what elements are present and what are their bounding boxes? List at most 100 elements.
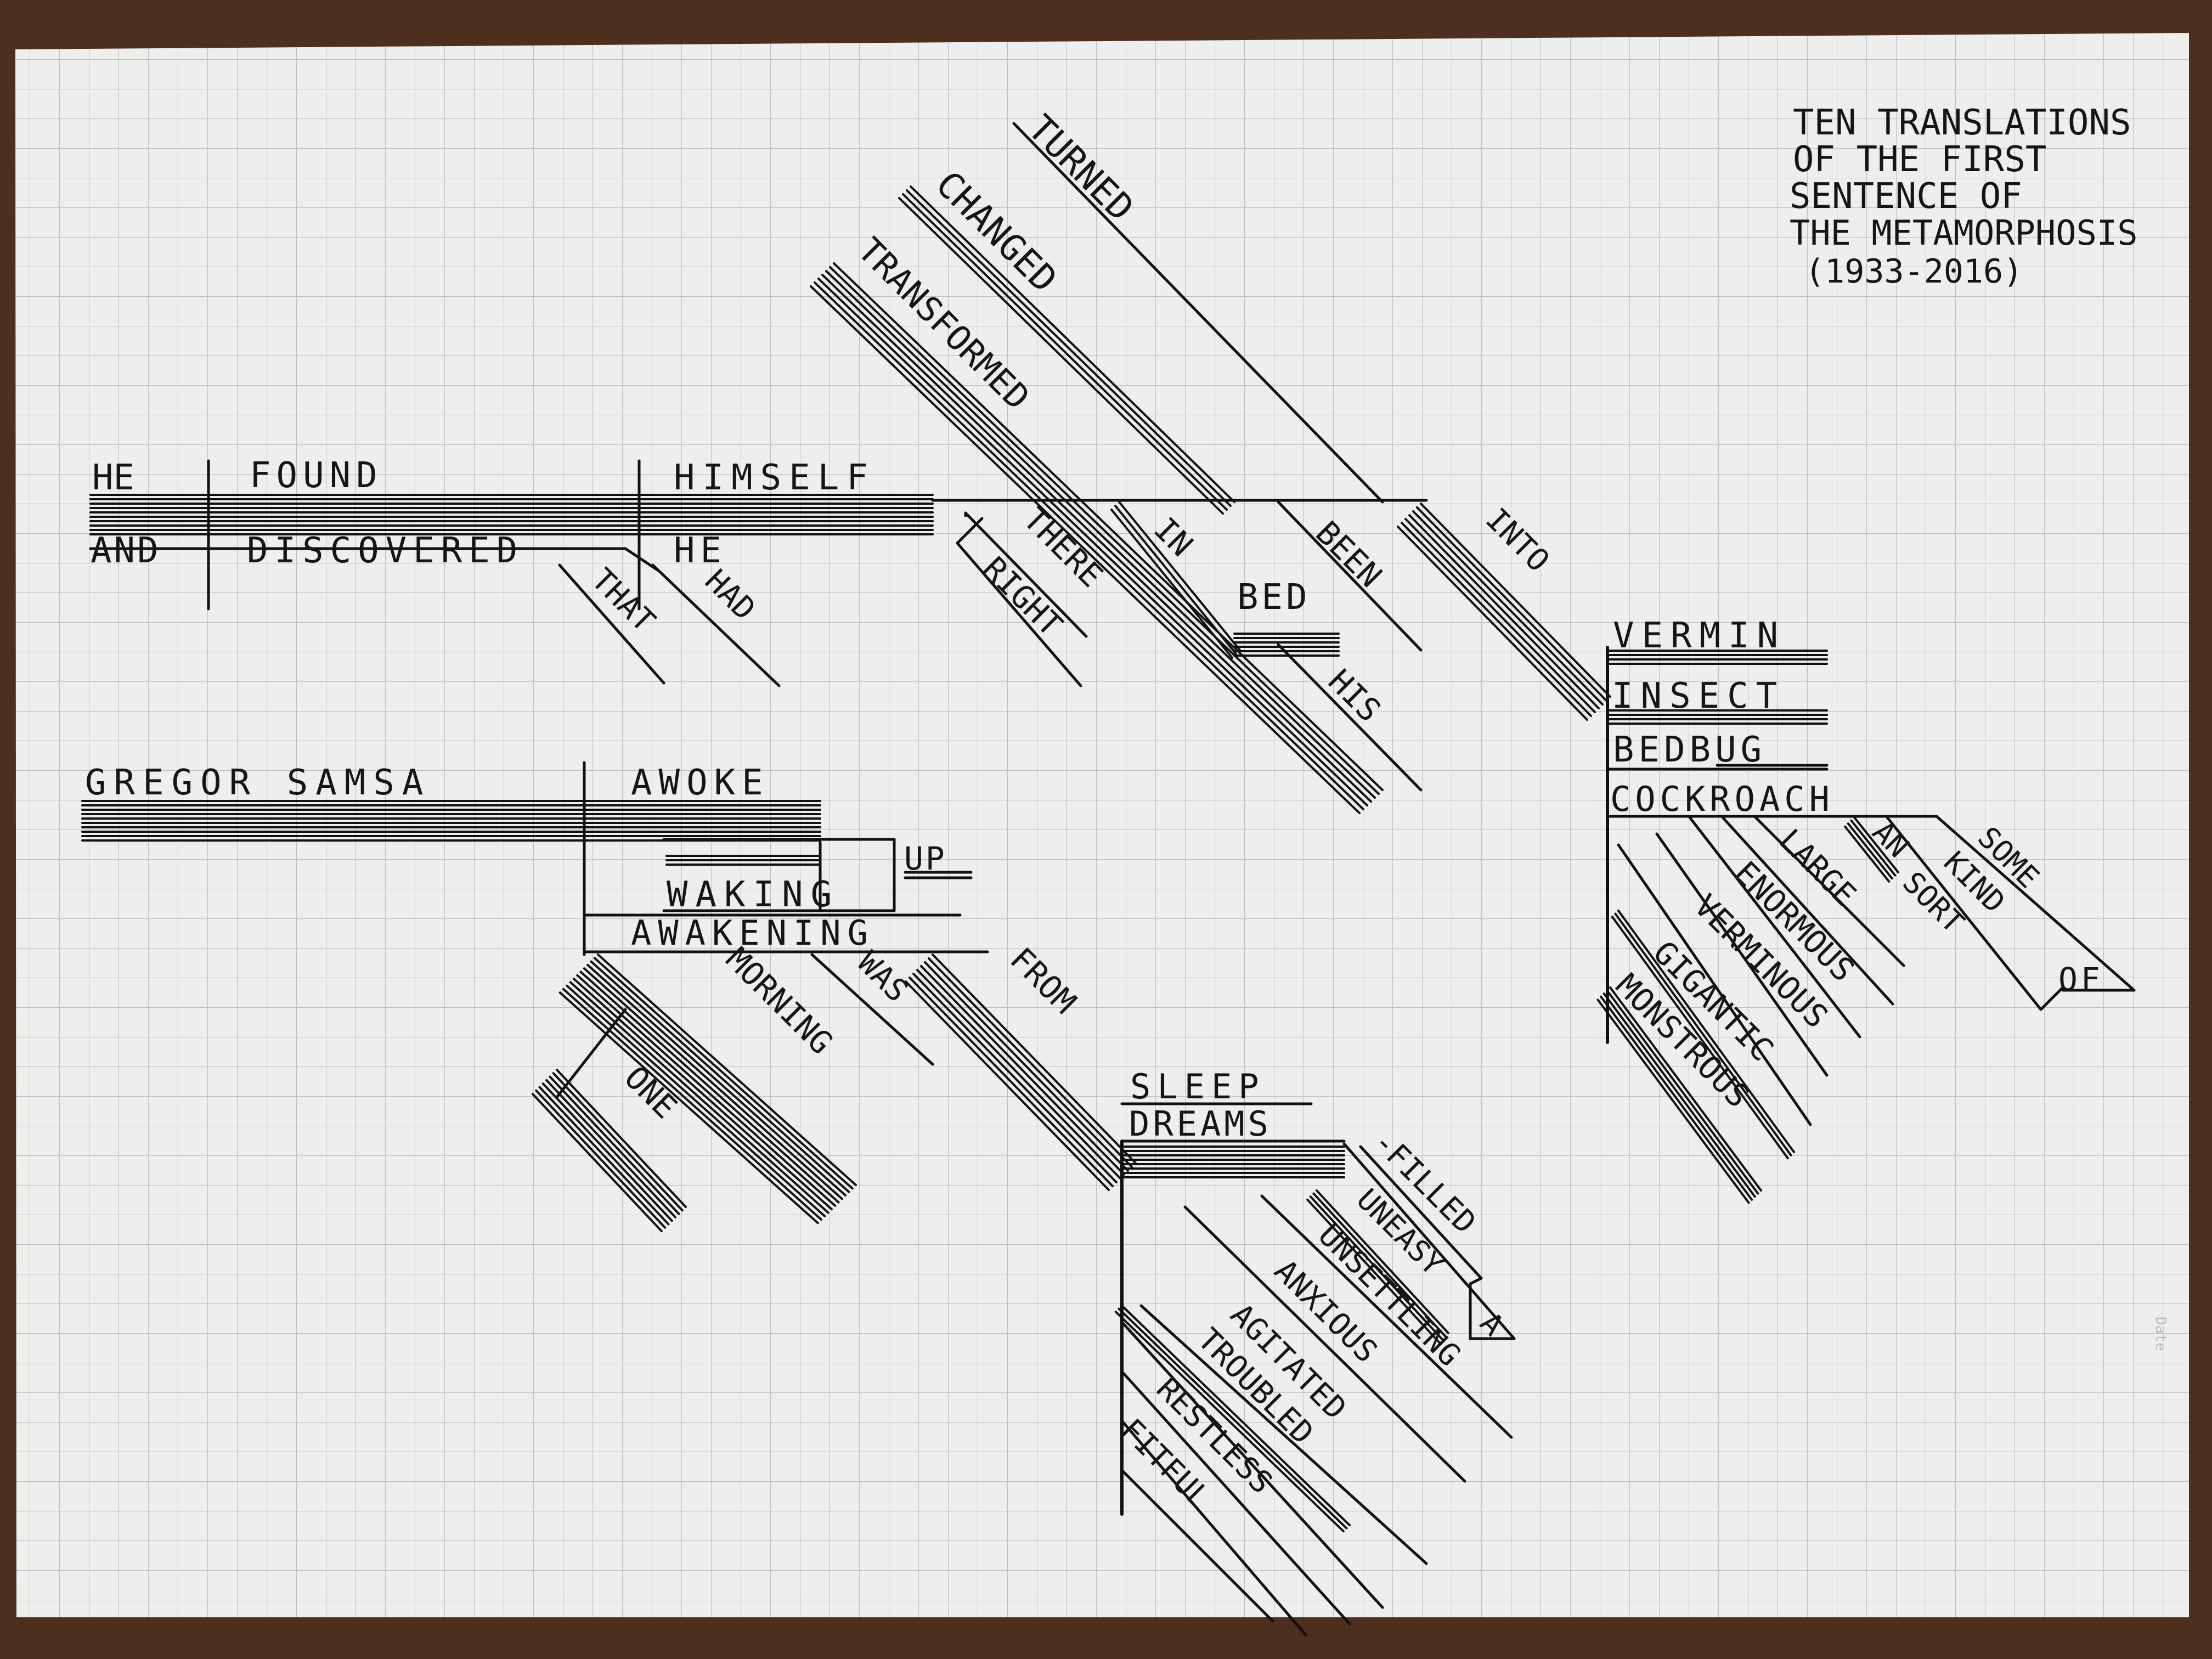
word-up: UP [904, 840, 947, 877]
diagram-stroke [1611, 916, 1789, 1160]
diagram-stroke [909, 977, 1114, 1187]
diagram-stroke [1114, 1311, 1345, 1533]
diagram-stroke [902, 193, 1228, 511]
word-gregor-samsa: GREGOR SAMSA [85, 763, 431, 803]
diagram-stroke [1600, 995, 1753, 1201]
diagram-stroke [810, 953, 934, 1066]
diagram-stroke [1935, 815, 2136, 992]
diagram-stroke [924, 961, 1129, 1172]
diagram-stroke [1408, 514, 1600, 709]
word-dreams: DREAMS [1129, 1104, 1272, 1144]
diagram-stroke [833, 262, 1384, 791]
word-of: OF [2058, 961, 2103, 998]
title-line-2: OF THE FIRST [1793, 139, 2046, 180]
diagram-stroke [964, 511, 1088, 638]
word-sleep: SLEEP [1130, 1066, 1266, 1107]
diagram-stroke [1359, 1145, 1483, 1280]
word-vermin: VERMIN [1613, 616, 1786, 656]
diagram-stroke [1606, 989, 1759, 1195]
title-line-5: (1933-2016) [1805, 252, 2023, 291]
diagram-stroke [912, 973, 1118, 1183]
diagram-stroke [1609, 986, 1762, 1192]
diagram-stroke [1469, 1277, 1483, 1285]
diagram-stroke [552, 1072, 684, 1212]
diagram-stroke [1118, 501, 1241, 651]
title-line-1: TEN TRANSLATIONS [1793, 103, 2131, 143]
diagram-stroke [583, 967, 843, 1200]
diagram-stroke [1110, 509, 1233, 659]
diagram-title: TEN TRANSLATIONS OF THE FIRST SENTENCE O… [1790, 103, 2138, 291]
diagram-stroke [572, 978, 833, 1211]
word-insect: INSECT [1612, 676, 1785, 716]
diagram-stroke [576, 974, 837, 1207]
diagram-stroke [597, 953, 857, 1186]
diagram-stroke [1847, 822, 1893, 880]
diagram-stroke [821, 274, 1372, 803]
diagram-stroke [566, 984, 826, 1217]
diagram-stroke [1183, 1205, 1466, 1483]
diagram-stroke [817, 278, 1368, 806]
word-awoke: AWOKE [631, 763, 770, 803]
diagram-stroke [1420, 503, 1611, 698]
diagram-stroke [928, 957, 1133, 1168]
diagram-stroke [932, 953, 1137, 1164]
diagram-stroke [1655, 832, 1829, 1077]
word-he-2: HE [674, 531, 727, 571]
diagram-stroke [535, 1089, 667, 1229]
diagram-stroke [810, 285, 1361, 814]
diagram-stroke [905, 980, 1110, 1191]
diagram-stroke [1404, 518, 1596, 713]
diagram-stroke [956, 517, 984, 545]
diagram-stroke [898, 197, 1224, 515]
diagram-stroke [538, 1086, 670, 1226]
word-bed: BED [1237, 577, 1311, 618]
diagram-stroke [1306, 1198, 1441, 1344]
paper-grid [15, 33, 2189, 1617]
diagram-stroke [562, 988, 822, 1221]
diagram-stroke [1412, 510, 1604, 706]
diagram-stroke [916, 969, 1121, 1180]
diagram-stroke [1120, 1321, 1384, 1609]
diagram-stroke [590, 960, 850, 1193]
word-he: HE [92, 458, 134, 498]
word-waking: WAKING [667, 874, 839, 915]
diagram-stroke [1850, 819, 1897, 877]
diagram-stroke [593, 957, 854, 1190]
diagram-stroke [1754, 816, 1905, 967]
diagram-stroke [906, 189, 1232, 507]
diagram-stroke [1596, 998, 1750, 1204]
diagram-stroke [829, 266, 1380, 795]
diagram-stroke [1614, 912, 1792, 1156]
diagram-stroke [556, 1069, 687, 1208]
diagram-stroke [1309, 1195, 1443, 1341]
title-line-4: THE METAMORPHOSIS [1790, 213, 2138, 253]
diagram-stroke [1121, 1305, 1351, 1526]
diagram-stroke [1120, 1469, 1274, 1623]
diagram-stroke [1416, 506, 1607, 702]
diagram-stroke [825, 270, 1376, 799]
diagram-stroke [1844, 825, 1891, 883]
diagram-stroke [920, 965, 1125, 1176]
diagram-stroke [1886, 816, 2042, 1011]
diagram-stroke [1617, 843, 1812, 1126]
diagram-stroke [1316, 1189, 1449, 1334]
diagram-stroke [1342, 1142, 1516, 1340]
diagram-stroke [1721, 816, 1894, 1006]
diagram-stroke [586, 963, 847, 1197]
diagram-stroke [1602, 992, 1756, 1198]
diagram-stroke [569, 981, 830, 1214]
word-found: FOUND [250, 455, 383, 496]
diagram-stroke [1277, 643, 1423, 792]
diagram-stroke [541, 1082, 673, 1222]
diagram-stroke [558, 991, 819, 1224]
diagram-stroke [1260, 1194, 1513, 1439]
diagram-stroke [1120, 1419, 1307, 1637]
diagram-stroke [549, 1075, 680, 1215]
word-and: AND [91, 531, 161, 571]
diagram-stroke [531, 1093, 663, 1233]
title-line-3: SENTENCE OF [1790, 176, 2022, 217]
diagram-stroke [1012, 122, 1384, 504]
word-cockroach: COCKROACH [1610, 779, 1834, 819]
diagram-stroke [1114, 505, 1237, 655]
